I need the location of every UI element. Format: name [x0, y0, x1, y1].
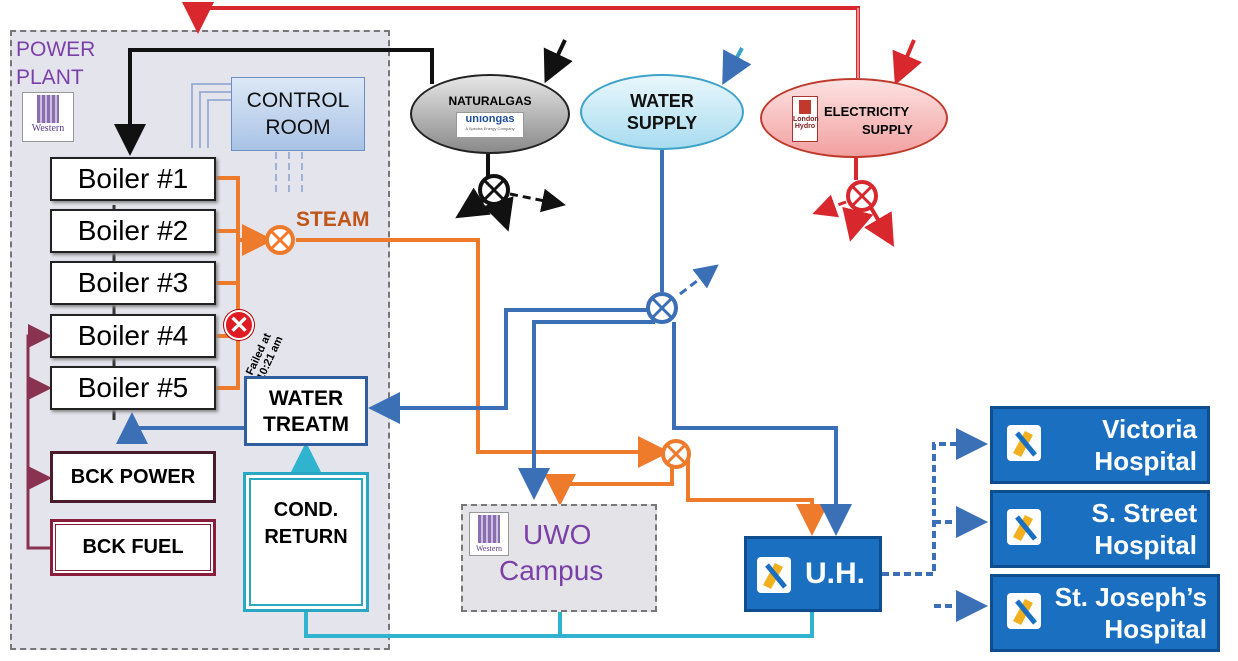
uwo-western-logo: Western	[469, 512, 509, 556]
power-plant-title-line1: POWER	[16, 38, 96, 61]
union-gas-logo-text: unıongas	[465, 113, 515, 125]
st-josephs-hospital-icon	[1007, 593, 1041, 629]
university-hospital: U.H.	[744, 536, 882, 612]
hospital-icon	[757, 557, 791, 593]
victoria-hospital-line2: Hospital	[1094, 446, 1197, 476]
boiler-1: Boiler #1	[50, 157, 216, 201]
western-logo-text: Western	[31, 123, 65, 134]
electricity-valve-icon	[846, 180, 878, 212]
backup-fuel: BCK FUEL	[50, 519, 216, 576]
s-street-hospital-icon	[1007, 509, 1041, 545]
condensate-return: COND. RETURN	[243, 472, 369, 612]
power-plant-title: POWER PLANT	[16, 36, 95, 92]
water-treatment-line1: WATER	[268, 387, 344, 410]
london-hydro-logo-line2: Hydro	[794, 123, 816, 130]
natural-gas-supply: NATURALGAS unıongas A Spectra Energy Com…	[410, 74, 570, 154]
water-treatment: WATER TREATM	[244, 376, 368, 446]
control-room-line1: CONTROL	[246, 89, 350, 112]
s-street-hospital-line2: Hospital	[1094, 530, 1197, 560]
st-josephs-hospital-line1: St. Joseph’s	[1054, 582, 1207, 612]
s-street-hospital-name: S. Street Hospital	[1092, 497, 1198, 561]
electricity-line2: SUPPLY	[862, 122, 913, 137]
water-supply-line1: WATER	[630, 91, 694, 111]
uwo-campus-name-line2: Campus	[499, 555, 604, 586]
steam-valve-icon	[265, 225, 295, 255]
water-supply: WATER SUPPLY	[580, 74, 744, 150]
boiler-2: Boiler #2	[50, 209, 216, 253]
s-street-hospital: S. Street Hospital	[990, 490, 1210, 568]
uwo-campus-name-line1: UWO	[523, 519, 592, 550]
london-hydro-logo-line1: London	[793, 116, 819, 123]
st-josephs-hospital-name: St. Joseph’s Hospital	[1055, 581, 1207, 645]
st-josephs-hospital-line2: Hospital	[1104, 614, 1207, 644]
uwo-tower-icon	[478, 515, 500, 543]
condensate-return-line1: COND.	[273, 499, 339, 521]
control-room-line2: ROOM	[265, 116, 331, 139]
water-valve-icon	[646, 292, 678, 324]
boiler-5: Boiler #5	[50, 366, 216, 410]
s-street-hospital-line1: S. Street	[1091, 498, 1198, 528]
boiler-3: Boiler #3	[50, 261, 216, 305]
uwo-western-logo-text: Western	[475, 544, 502, 553]
power-plant-title-line2: PLANT	[16, 66, 84, 89]
electricity-supply: London Hydro ELECTRICITY SUPPLY	[760, 78, 948, 158]
electricity-line1: ELECTRICITY	[824, 104, 910, 119]
uh-label: U.H.	[805, 557, 865, 590]
western-logo: Western	[22, 92, 74, 142]
steam-label: STEAM	[296, 208, 370, 231]
union-gas-logo: unıongas A Spectra Energy Company	[456, 112, 524, 138]
boiler-4: Boiler #4	[50, 314, 216, 358]
st-josephs-hospital: St. Joseph’s Hospital	[990, 574, 1220, 652]
water-treatment-line2: TREATM	[263, 413, 349, 436]
lightning-icon	[799, 100, 811, 114]
backup-power: BCK POWER	[50, 451, 216, 503]
victoria-hospital: Victoria Hospital	[990, 406, 1210, 484]
victoria-hospital-name: Victoria Hospital	[1094, 413, 1197, 477]
union-gas-logo-subtext: A Spectra Energy Company	[465, 126, 515, 131]
tower-icon	[37, 95, 59, 123]
natural-gas-label: NATURALGAS	[448, 94, 532, 108]
water-supply-line2: SUPPLY	[626, 113, 698, 133]
failure-x-icon: ✕	[224, 310, 254, 340]
control-room: CONTROL ROOM	[231, 77, 365, 151]
london-hydro-logo: London Hydro	[792, 96, 819, 142]
uwo-campus: Western UWO Campus	[461, 504, 657, 612]
victoria-hospital-line1: Victoria	[1102, 414, 1197, 444]
victoria-hospital-icon	[1007, 425, 1041, 461]
gas-valve-icon	[478, 174, 510, 206]
steam-split-valve-icon	[661, 439, 691, 469]
condensate-return-line2: RETURN	[264, 526, 348, 548]
